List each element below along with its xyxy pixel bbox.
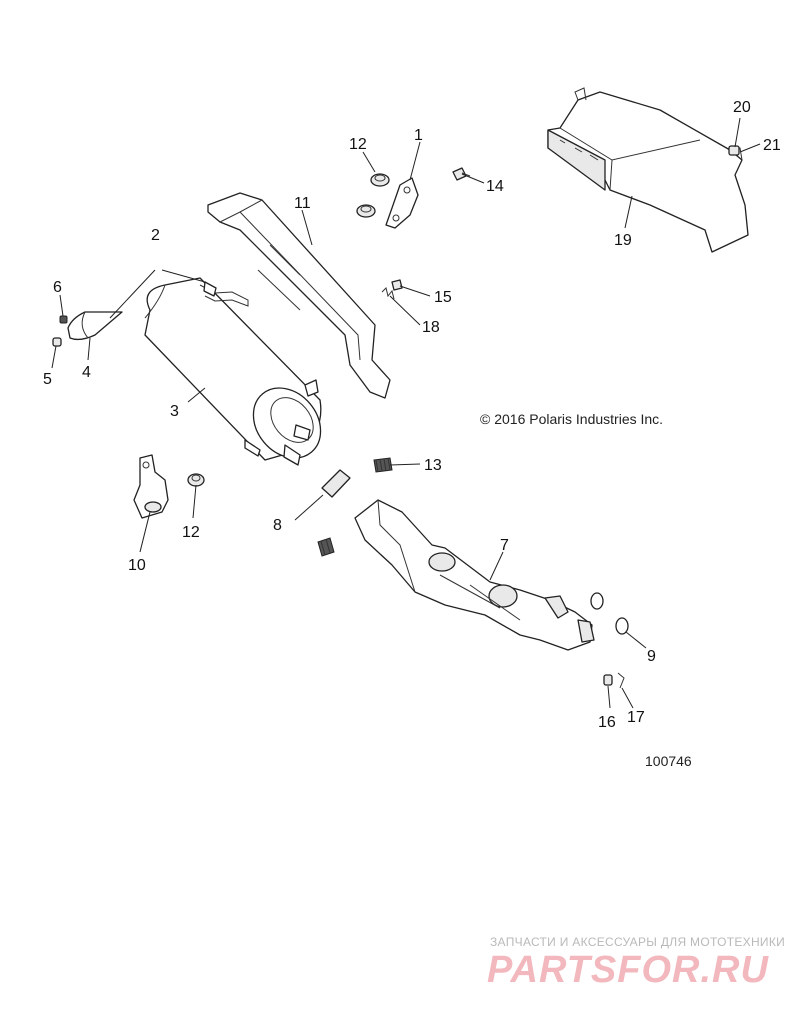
part-8-sleeve [321,469,351,498]
part-10-mount-bracket [133,454,169,519]
part-3-muffler [144,277,322,466]
label-16: 16 [598,714,616,731]
label-14: 14 [486,178,504,195]
label-17: 17 [627,709,645,726]
part-9-gaskets [590,592,629,635]
label-12-lower: 12 [182,524,200,541]
callout-labels: 2 6 5 4 3 1 12 14 11 15 18 13 8 12 10 7 … [43,99,781,731]
part-21-bolt [728,145,740,156]
label-1: 1 [414,127,423,144]
part-6-fastener [59,315,68,324]
label-6: 6 [53,279,62,296]
part-7-header-pipe [354,499,595,651]
label-15: 15 [434,289,452,306]
label-12-upper: 12 [349,136,367,153]
watermark: ЗАПЧАСТИ И АКСЕССУАРЫ ДЛЯ МОТОТЕХНИКИ PA… [487,935,785,991]
label-20: 20 [733,99,751,116]
part-12-grommet-upper [356,173,390,218]
part-4-cone [67,311,123,341]
leader-lines [51,117,761,709]
watermark-logo: PARTSFOR.RU [487,949,769,991]
label-11: 11 [294,195,311,212]
label-2: 2 [151,227,160,244]
figure-number: 100746 [645,753,692,769]
label-10: 10 [128,557,146,574]
label-5: 5 [43,371,52,388]
label-21: 21 [763,137,781,154]
part-17-clip [617,672,625,689]
label-4: 4 [82,364,91,381]
part-1-bracket [385,177,419,229]
part-15-bolt [391,279,403,291]
part-14-bolt [452,167,471,181]
part-18-spring [381,287,395,300]
part-12-grommet-lower [187,473,205,487]
label-9: 9 [647,648,656,665]
spring-lower [317,537,335,557]
part-19-heat-shield [547,87,749,253]
label-7: 7 [500,537,509,554]
watermark-tagline: ЗАПЧАСТИ И АКСЕССУАРЫ ДЛЯ МОТОТЕХНИКИ [490,935,785,949]
label-8: 8 [273,517,282,534]
label-13: 13 [424,457,442,474]
label-3: 3 [170,403,179,420]
label-18: 18 [422,319,440,336]
part-16-nut [603,674,613,686]
part-13-spring [373,457,393,473]
part-11-heat-shield [207,192,391,399]
label-19: 19 [614,232,632,249]
part-5-fastener [52,337,62,347]
copyright-text: © 2016 Polaris Industries Inc. [480,411,663,427]
